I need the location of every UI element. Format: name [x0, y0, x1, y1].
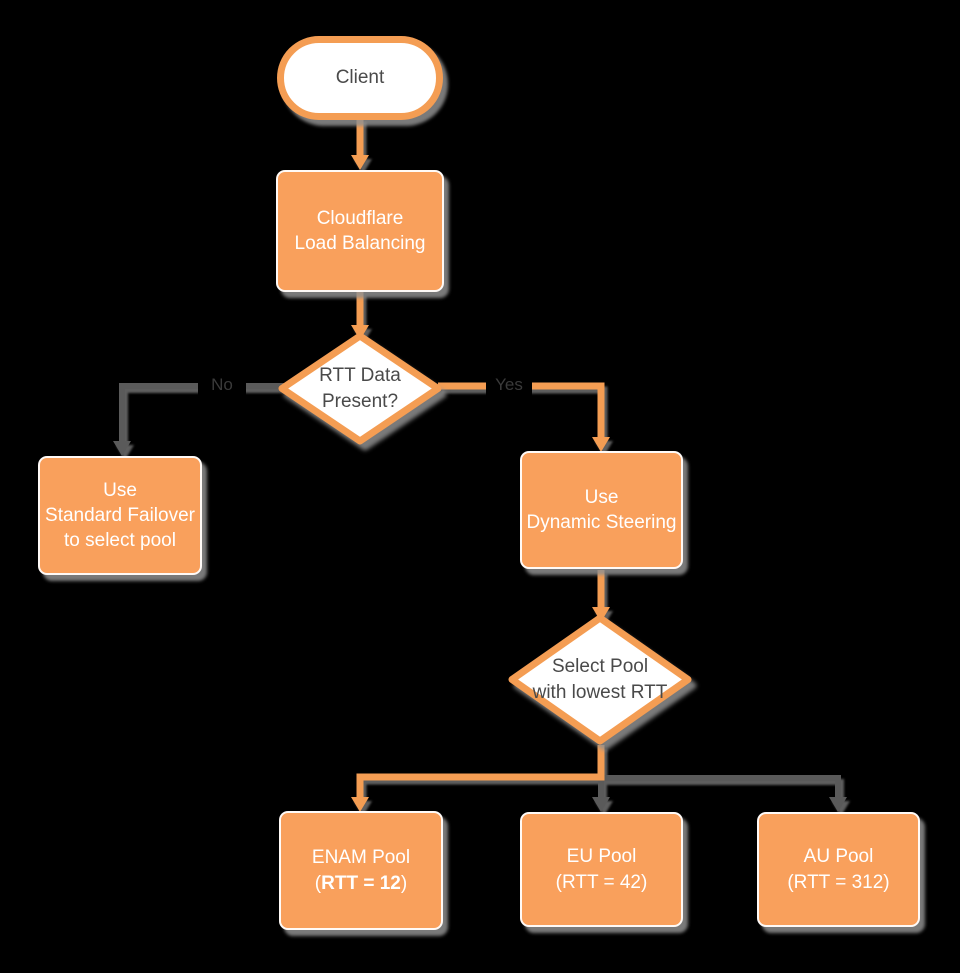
node-enam-pool-rtt: (RTT = 12): [314, 872, 408, 894]
node-client-label: Client: [335, 67, 385, 88]
node-select-pool-decision: Select Pool with lowest RTT: [508, 614, 692, 745]
node-select-pool-decision-text: Select Pool with lowest RTT: [532, 656, 668, 703]
enam-rtt-bold: RTT = 12: [321, 872, 401, 894]
diamond-shape: [278, 332, 442, 445]
edge-client-to-load-balancing: [351, 118, 369, 170]
edge-load-balancing-to-rtt-decision: [351, 292, 369, 340]
edge-label-no: No: [198, 373, 246, 397]
node-client: Client: [277, 36, 443, 120]
node-rtt-decision: RTT Data Present?: [278, 332, 442, 445]
node-enam-pool-line1: ENAM Pool: [311, 847, 411, 869]
edge-label-yes: Yes: [486, 373, 532, 397]
node-rtt-decision-text: RTT Data Present?: [319, 365, 401, 412]
node-standard-failover: Use Standard Failover to select pool: [38, 456, 202, 575]
diamond-shape: [508, 614, 692, 745]
node-enam-pool: ENAM Pool (RTT = 12): [279, 811, 443, 930]
node-load-balancing: Cloudflare Load Balancing: [276, 170, 444, 292]
node-load-balancing-line1: Cloudflare: [316, 207, 404, 229]
edge-select-pool-to-enam: [351, 745, 605, 812]
node-load-balancing-line2: Load Balancing: [294, 233, 426, 254]
node-dynamic-steering: Use Dynamic Steering: [520, 451, 683, 569]
edge-dynamic-steering-to-select-pool: [592, 570, 610, 622]
node-au-pool: AU Pool (RTT = 312): [757, 812, 920, 927]
node-eu-pool: EU Pool (RTT = 42): [520, 812, 683, 927]
edge-select-pool-to-au: [598, 745, 847, 812]
